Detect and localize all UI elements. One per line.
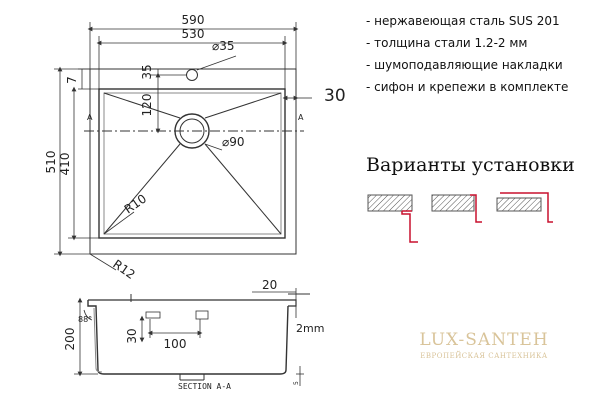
slope-line [204,92,282,119]
section-dimensions [74,288,304,386]
spec-item: - сифон и крепежи в комплекте [366,80,569,94]
sink-bowl-inner-edge [103,92,282,235]
overflow-symbol [145,311,161,319]
dim-outlet-dia: ⌀90 [222,135,245,149]
spec-item: - нержавеющая сталь SUS 201 [366,14,560,28]
variants-title: Варианты установки [366,154,575,176]
dim-120: 120 [140,94,154,117]
top-view-dimensions [54,22,312,271]
dim-7: 7 [65,76,79,84]
installation-variants [367,192,553,243]
spec-item: - толщина стали 1.2-2 мм [366,36,528,50]
slope-line [103,143,181,235]
watermark-logo: LUX-SANTEH ЕВРОПЕЙСКАЯ САНТЕХНИКА [374,330,594,360]
dim-410: 410 [58,153,72,176]
install-variant-topmount [496,192,553,223]
section-label: SECTION A-A [178,382,231,391]
dim-angle: 88° [78,315,92,324]
dim-r12: R12 [110,257,137,282]
dim-thickness: 2mm [296,322,324,335]
dim-flange-30: 30 [324,86,346,106]
dim-small-5: 5 [293,381,300,385]
section-dimension-text: 20 88° 200 30 100 2mm 5 SECTION A-A [63,278,324,391]
dim-overflow-100: 100 [164,337,187,351]
watermark-tagline: ЕВРОПЕЙСКАЯ САНТЕХНИКА [420,352,548,360]
section-bowl-profile [87,300,289,375]
dim-35: 35 [140,64,154,79]
dim-drain-dia: ⌀35 [212,39,235,53]
dim-530: 530 [182,27,205,41]
dim-r10: R10 [122,191,149,216]
dim-200: 200 [63,328,77,351]
slope-line [103,92,181,119]
sink-bowl [98,88,286,239]
section-mark-right: A [298,113,304,122]
slope-line [204,143,282,235]
sink-outer-rim [89,68,297,255]
install-variant-undermount [367,194,418,243]
spec-item: - шумоподавляющие накладки [366,58,563,72]
tap-hole [186,69,198,81]
watermark-brand: LUX-SANTEH [419,330,549,350]
dim-590: 590 [182,13,205,27]
section-mark-left: A [87,113,93,122]
overflow-slot [195,310,209,320]
section-flange [88,299,297,307]
section-view [87,293,310,381]
top-view-dimension-text: 590 530 ⌀35 35 120 7 30 ⌀90 510 410 R10 … [44,13,346,282]
top-view [84,68,304,255]
dim-overflow-30: 30 [125,328,139,343]
dim-510: 510 [44,151,58,174]
dim-section-20: 20 [262,278,277,292]
install-variant-flush [431,194,482,223]
section-inner-wall [93,307,103,373]
